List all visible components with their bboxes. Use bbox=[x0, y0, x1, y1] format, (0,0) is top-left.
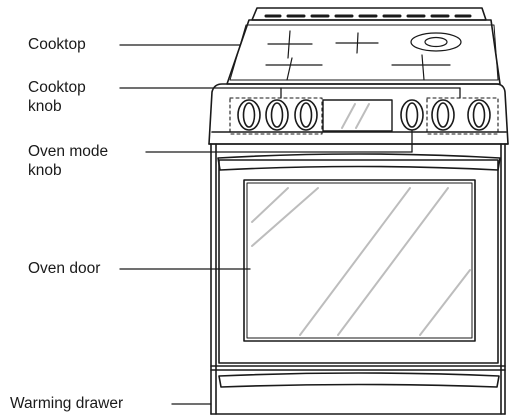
label-cooktop-knob: Cooktop knob bbox=[28, 79, 86, 115]
oven-mode-knob bbox=[400, 99, 424, 131]
cooktop-knob-3 bbox=[294, 99, 318, 131]
cooktop-knob-2 bbox=[265, 99, 289, 131]
cooktop-burners bbox=[265, 30, 462, 81]
range-body bbox=[210, 143, 506, 415]
cooktop-surface bbox=[226, 19, 501, 85]
warming-drawer bbox=[210, 365, 506, 415]
top-trim bbox=[251, 7, 487, 21]
cooktop-knob-4 bbox=[431, 99, 455, 131]
leader-lines bbox=[119, 44, 461, 405]
cooktop-knob-5 bbox=[467, 99, 491, 131]
cooktop-knob-1 bbox=[237, 99, 261, 131]
label-warming-drawer: Warming drawer bbox=[10, 395, 124, 412]
oven-window-glare bbox=[251, 187, 471, 336]
oven-door bbox=[217, 153, 501, 364]
label-cooktop: Cooktop bbox=[28, 36, 86, 53]
label-oven-door: Oven door bbox=[28, 260, 101, 277]
control-panel bbox=[208, 83, 509, 145]
label-oven-mode-knob: Oven mode knob bbox=[28, 143, 109, 179]
